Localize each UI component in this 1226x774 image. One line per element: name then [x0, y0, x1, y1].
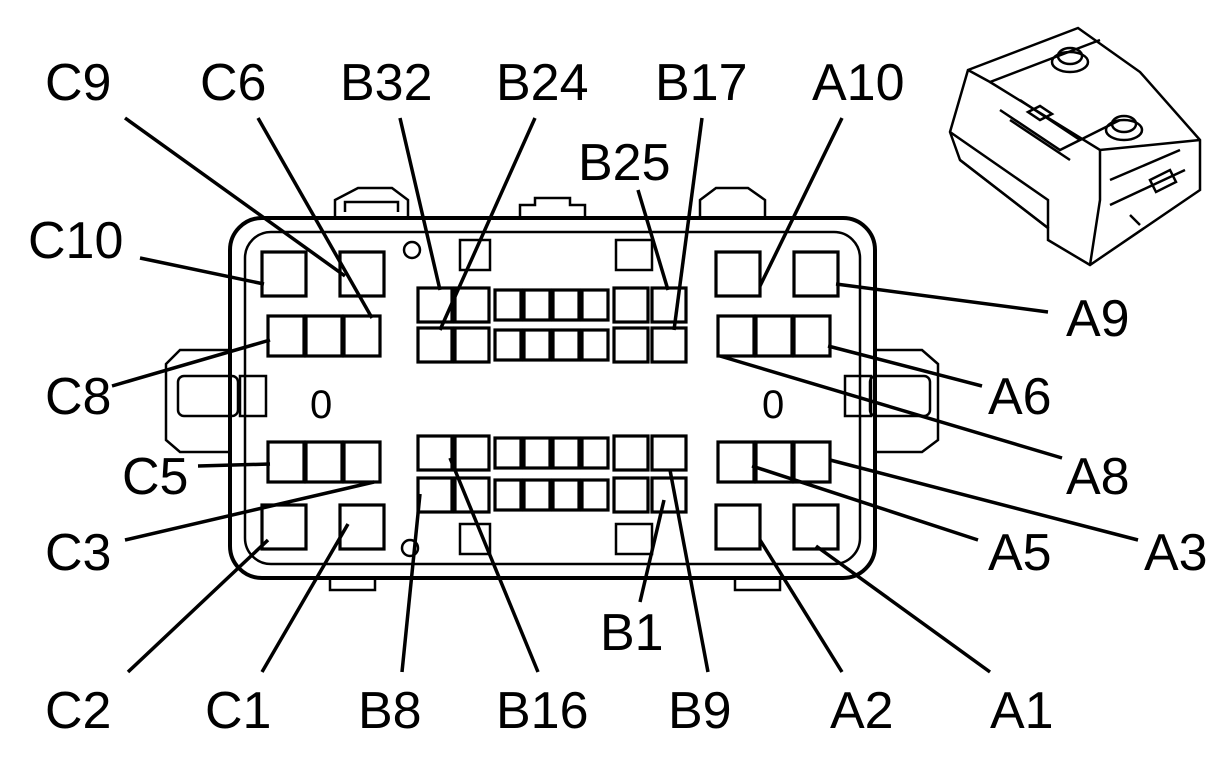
label-b17: B17	[655, 54, 748, 112]
pin-b21	[522, 328, 552, 362]
pin-b2	[612, 476, 650, 514]
leader-lines	[111, 116, 1139, 674]
pin-b22	[493, 328, 523, 362]
pin-a1	[792, 503, 840, 551]
pin-b26	[612, 286, 650, 324]
pin-b29	[522, 288, 552, 322]
pin-a7	[754, 314, 794, 358]
pin-b24	[416, 326, 454, 364]
label-c8: C8	[45, 368, 111, 426]
pin-c10	[260, 250, 308, 298]
pin-a2	[714, 503, 762, 551]
pin-b15	[453, 434, 491, 472]
left-zero-mark: 0	[310, 383, 332, 427]
label-b25: B25	[578, 134, 671, 192]
label-a2: A2	[830, 682, 894, 740]
label-c5: C5	[122, 448, 188, 506]
pin-b19	[580, 328, 610, 362]
pin-b14	[493, 436, 523, 470]
pin-b10	[612, 434, 650, 472]
label-c1: C1	[205, 682, 271, 740]
pin-b28	[551, 288, 581, 322]
label-b32: B32	[340, 54, 433, 112]
pin-b4	[551, 478, 581, 512]
label-a9: A9	[1066, 290, 1130, 348]
pin-c3	[342, 440, 382, 484]
label-a1: A1	[990, 682, 1054, 740]
label-c2: C2	[45, 682, 111, 740]
pin-b23	[453, 326, 491, 364]
pin-b12	[551, 436, 581, 470]
pin-b8	[416, 476, 454, 514]
label-a5: A5	[988, 524, 1052, 582]
label-c3: C3	[45, 524, 111, 582]
pin-b3	[580, 478, 610, 512]
pin-b1	[650, 476, 688, 514]
pin-b6	[493, 478, 523, 512]
pin-cavities	[260, 250, 840, 551]
pin-b9	[650, 434, 688, 472]
connector-3d-icon	[948, 26, 1202, 267]
label-a8: A8	[1066, 448, 1130, 506]
label-c6: C6	[200, 54, 266, 112]
pin-b25	[650, 286, 688, 324]
label-c10: C10	[28, 212, 123, 270]
pin-labels: C9 C6 B32 B24 B17 A10 B25 C10 A9 C8 A6 A…	[28, 54, 1208, 740]
pin-a10	[714, 250, 762, 298]
connector-body	[164, 186, 940, 592]
label-b24: B24	[496, 54, 589, 112]
label-c9: C9	[45, 54, 111, 112]
label-a6: A6	[988, 368, 1052, 426]
pin-b16	[416, 434, 454, 472]
pin-a9	[792, 250, 840, 298]
label-b16: B16	[496, 682, 589, 740]
label-b9: B9	[668, 682, 732, 740]
pin-a6	[792, 314, 832, 358]
pin-c5	[266, 440, 306, 484]
pin-b27	[580, 288, 610, 322]
pin-c8	[266, 314, 306, 358]
pin-c6	[342, 314, 382, 358]
label-a10: A10	[812, 54, 905, 112]
pin-a4	[754, 440, 794, 484]
label-b8: B8	[358, 682, 422, 740]
pin-b18	[612, 326, 650, 364]
pin-c2	[260, 503, 308, 551]
right-zero-mark: 0	[762, 383, 784, 427]
pin-c4	[304, 440, 344, 484]
label-a3: A3	[1144, 524, 1208, 582]
pin-c7	[304, 314, 344, 358]
pin-b30	[493, 288, 523, 322]
pin-b31	[453, 286, 491, 324]
pin-a3	[792, 440, 832, 484]
pin-b11	[580, 436, 610, 470]
pin-b13	[522, 436, 552, 470]
pin-a5	[716, 440, 756, 484]
pin-b17	[650, 326, 688, 364]
pin-b5	[522, 478, 552, 512]
pin-a8	[716, 314, 756, 358]
pin-b20	[551, 328, 581, 362]
label-b1: B1	[600, 604, 664, 662]
